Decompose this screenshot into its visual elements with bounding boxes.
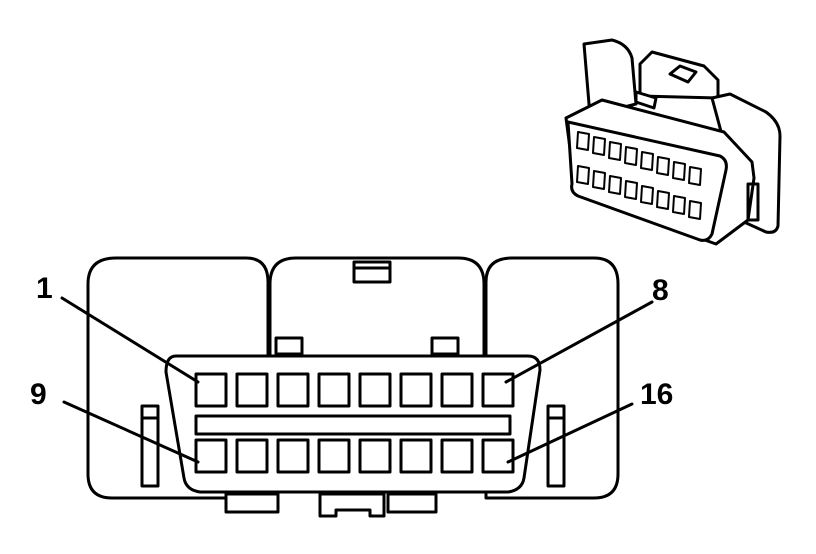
pin-8-label: 8 <box>652 274 669 307</box>
pin-1-label: 1 <box>36 272 53 305</box>
latch-nub <box>352 260 392 284</box>
iso-pin-cavity-1 <box>576 131 590 151</box>
pin-9-label: 9 <box>30 378 47 411</box>
iso-pin-cavity-16 <box>688 200 702 220</box>
iso-pin-cavity-15 <box>672 195 686 215</box>
center-separator-bar <box>194 414 512 436</box>
iso-pin-cavity-14 <box>656 190 670 210</box>
pin-cavity-13 <box>358 438 392 474</box>
iso-pin-cavity-6 <box>656 156 670 176</box>
iso-left-flange <box>582 38 638 118</box>
foot-center <box>318 492 386 518</box>
pin-cavity-16 <box>481 438 515 474</box>
iso-pin-cavity-2 <box>592 136 606 156</box>
key-slot-left <box>140 404 160 488</box>
iso-side-slot <box>746 182 760 222</box>
iso-pin-cavities <box>576 131 702 220</box>
iso-latch <box>668 64 698 84</box>
iso-pin-cavity-5 <box>640 151 654 171</box>
iso-pin-cavity-8 <box>688 166 702 186</box>
pin-16-label: 16 <box>640 378 673 411</box>
iso-pin-cavity-3 <box>608 141 622 161</box>
latch-tab-right <box>430 336 460 356</box>
pin-cavity-1 <box>194 372 228 408</box>
leader-pin-8 <box>504 300 654 384</box>
pin-cavity-4 <box>317 372 351 408</box>
foot-left <box>224 492 280 514</box>
foot-right <box>386 492 438 514</box>
key-slot-right <box>546 404 566 488</box>
pin-cavity-14 <box>399 438 433 474</box>
connector-isometric-view <box>564 38 782 246</box>
latch-tab-left <box>274 336 304 356</box>
pin-cavity-7 <box>440 372 474 408</box>
leader-lines <box>60 296 654 464</box>
iso-pin-cavity-12 <box>624 180 638 200</box>
connector-front-view <box>86 256 620 518</box>
pin-cavity-8 <box>481 372 515 408</box>
iso-pin-cavity-13 <box>640 185 654 205</box>
iso-pin-cavity-7 <box>672 161 686 181</box>
leader-pin-9 <box>62 400 200 464</box>
iso-pin-cavity-10 <box>592 170 606 190</box>
pin-cavity-2 <box>235 372 269 408</box>
leader-pin-16 <box>506 402 634 464</box>
pin-cavity-3 <box>276 372 310 408</box>
pin-cavity-11 <box>276 438 310 474</box>
iso-pin-cavity-9 <box>576 165 590 185</box>
pin-cavity-10 <box>235 438 269 474</box>
pin-cavity-6 <box>399 372 433 408</box>
iso-pin-cavity-11 <box>608 175 622 195</box>
iso-face <box>566 120 728 242</box>
pin-cavity-9 <box>194 438 228 474</box>
pin-cavity-12 <box>317 438 351 474</box>
pin-cavity-5 <box>358 372 392 408</box>
pin-cavity-15 <box>440 438 474 474</box>
iso-small-tab <box>634 90 658 110</box>
iso-pin-cavity-4 <box>624 146 638 166</box>
front-pin-cavities <box>194 372 515 474</box>
leader-pin-1 <box>60 296 200 384</box>
